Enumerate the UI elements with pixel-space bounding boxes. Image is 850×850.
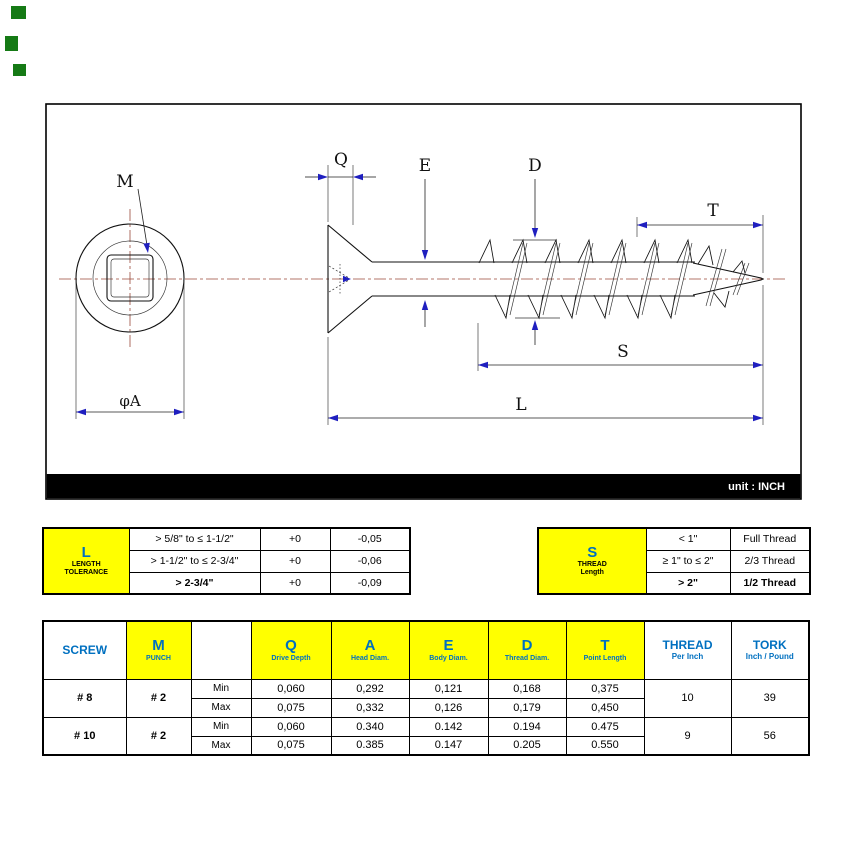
value-d: 0.205 [487,735,567,756]
value-q: 0,060 [250,716,332,737]
label-e: E [419,156,431,176]
value-t: 0.475 [565,716,645,737]
value-a: 0,332 [330,697,410,718]
dimension-phi-a: φA [75,281,185,419]
tolerance-minus: -0,06 [329,549,411,573]
value-d: 0,168 [487,678,567,699]
length-tolerance-header-cell: L LENGTH TOLERANCE [42,527,130,595]
minmax-label: Min [190,678,252,699]
spec-table: SCREW M PUNCH Q Drive Depth A Head Diam.… [42,620,810,756]
label-phi-a: φA [119,392,141,410]
drawing-border [45,103,802,500]
centerlines [59,209,787,349]
thread-range: < 1" [645,527,731,551]
col-header-thread: THREAD Per Inch [643,620,732,680]
tork-cell: 39 [730,678,810,718]
value-a: 0,292 [330,678,410,699]
value-a: 0.340 [330,716,410,737]
thread-length-header-cell: S THREAD Length [537,527,647,595]
unit-label: unit : INCH [728,481,785,493]
dimension-e: E [419,156,431,327]
unit-strip: unit : INCH [46,474,801,499]
value-e: 0.147 [408,735,489,756]
col-header-q: Q Drive Depth [250,620,332,680]
col-header-punch: M PUNCH [125,620,192,680]
green-artifact-square [11,6,26,19]
thread-value: 1/2 Thread [729,571,811,595]
thread-per-inch-cell: 9 [643,716,732,756]
minmax-label: Max [190,735,252,756]
thread-value: Full Thread [729,527,811,551]
tolerance-range: > 5/8" to ≤ 1-1/2" [128,527,261,551]
thread-length-table: S THREAD Length < 1" Full Thread ≥ 1" to… [537,527,811,595]
tolerance-minus: -0,09 [329,571,411,595]
thread-length-title-1: THREAD [577,561,607,568]
label-s: S [617,342,629,362]
value-a: 0.385 [330,735,410,756]
thread-range: > 2" [645,571,731,595]
tolerance-plus: +0 [259,571,331,595]
screw-head-top-view [75,223,185,333]
label-d: D [528,156,542,176]
screw-size-cell: # 8 [42,678,127,718]
thread-length-letter: S [587,544,598,561]
length-tolerance-table: L LENGTH TOLERANCE > 5/8" to ≤ 1-1/2" +0… [42,527,411,595]
tolerance-plus: +0 [259,549,331,573]
value-e: 0.142 [408,716,489,737]
dimension-l: L [327,337,763,425]
dimension-m: M [116,172,150,253]
value-q: 0,060 [250,678,332,699]
minmax-label: Max [190,697,252,718]
punch-size-cell: # 2 [125,716,192,756]
col-header-t: T Point Length [565,620,645,680]
dimension-q: Q [305,150,376,225]
m-arrowhead [143,242,150,253]
col-header-screw: SCREW [42,620,127,680]
thread-range: ≥ 1" to ≤ 2" [645,549,731,573]
dimension-d: D [513,156,560,345]
label-m: M [116,172,133,192]
green-artifact-square [13,64,26,76]
punch-size-cell: # 2 [125,678,192,718]
value-t: 0,375 [565,678,645,699]
length-tolerance-title-2: TOLERANCE [64,569,108,576]
recess-arrowhead [343,275,351,283]
value-d: 0.194 [487,716,567,737]
value-e: 0,121 [408,678,489,699]
value-q: 0,075 [250,697,332,718]
label-l: L [515,395,526,415]
tork-cell: 56 [730,716,810,756]
screw-drawing-svg: M φA [45,103,802,500]
tolerance-minus: -0,05 [329,527,411,551]
technical-drawing: M φA [45,103,802,500]
value-d: 0,179 [487,697,567,718]
dimension-s: S [477,285,764,425]
col-header-tork: TORK Inch / Pound [730,620,810,680]
thread-per-inch-cell: 10 [643,678,732,718]
label-q: Q [334,150,348,170]
dimension-t: T [636,201,764,273]
minmax-label: Min [190,716,252,737]
col-header-e: E Body Diam. [408,620,489,680]
length-tolerance-title-1: LENGTH [71,561,101,568]
label-t: T [707,201,719,221]
value-t: 0.550 [565,735,645,756]
value-t: 0,450 [565,697,645,718]
thread-value: 2/3 Thread [729,549,811,573]
value-e: 0,126 [408,697,489,718]
screw-size-cell: # 10 [42,716,127,756]
thread-length-title-2: Length [580,569,604,576]
length-tolerance-letter: L [81,544,91,561]
col-header-a: A Head Diam. [330,620,410,680]
col-header-minmax [190,620,252,680]
tolerance-range: > 1-1/2" to ≤ 2-3/4" [128,549,261,573]
green-artifact-square [5,36,18,51]
value-q: 0,075 [250,735,332,756]
tolerance-plus: +0 [259,527,331,551]
tolerance-range: > 2-3/4" [128,571,261,595]
col-header-d: D Thread Diam. [487,620,567,680]
